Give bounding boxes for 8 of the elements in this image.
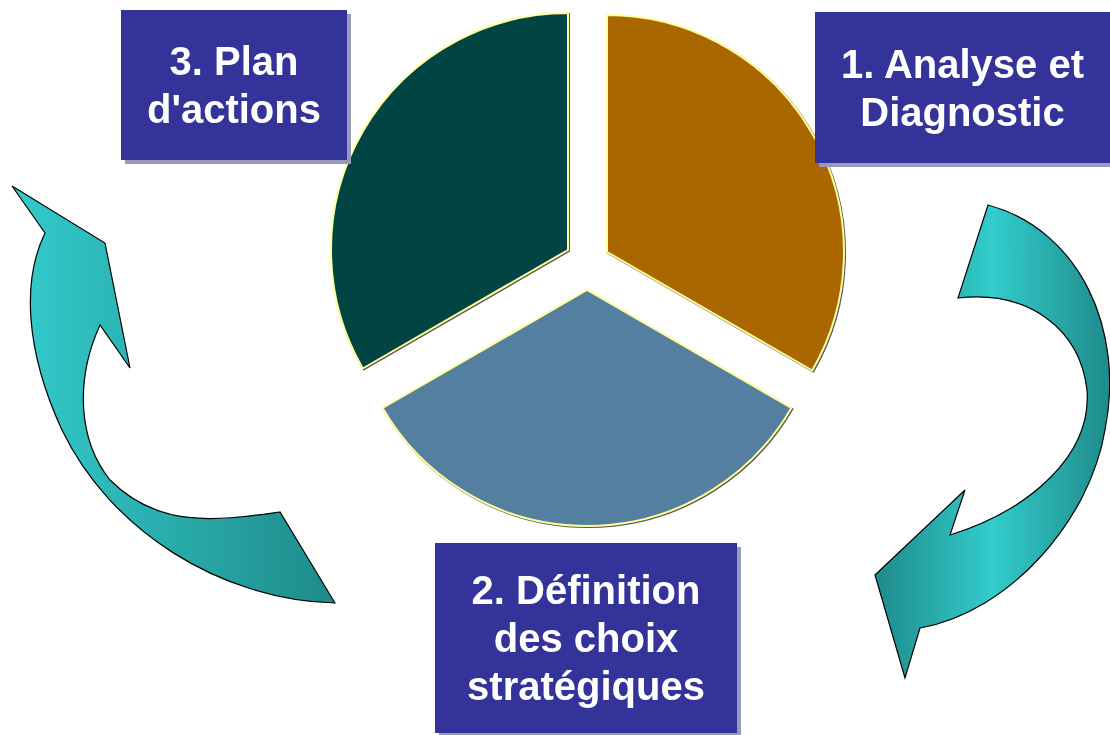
curved-arrow bbox=[11, 185, 336, 604]
pie-wedge bbox=[606, 14, 845, 372]
pie-wedge bbox=[330, 12, 569, 370]
curved-arrow bbox=[874, 204, 1110, 679]
step-label: 2. Définition des choix stratégiques bbox=[466, 567, 706, 710]
step-label: 1. Analyse et Diagnostic bbox=[839, 40, 1086, 136]
step-label: 3. Plan d'actions bbox=[146, 38, 322, 133]
pie-wedge bbox=[381, 289, 793, 527]
